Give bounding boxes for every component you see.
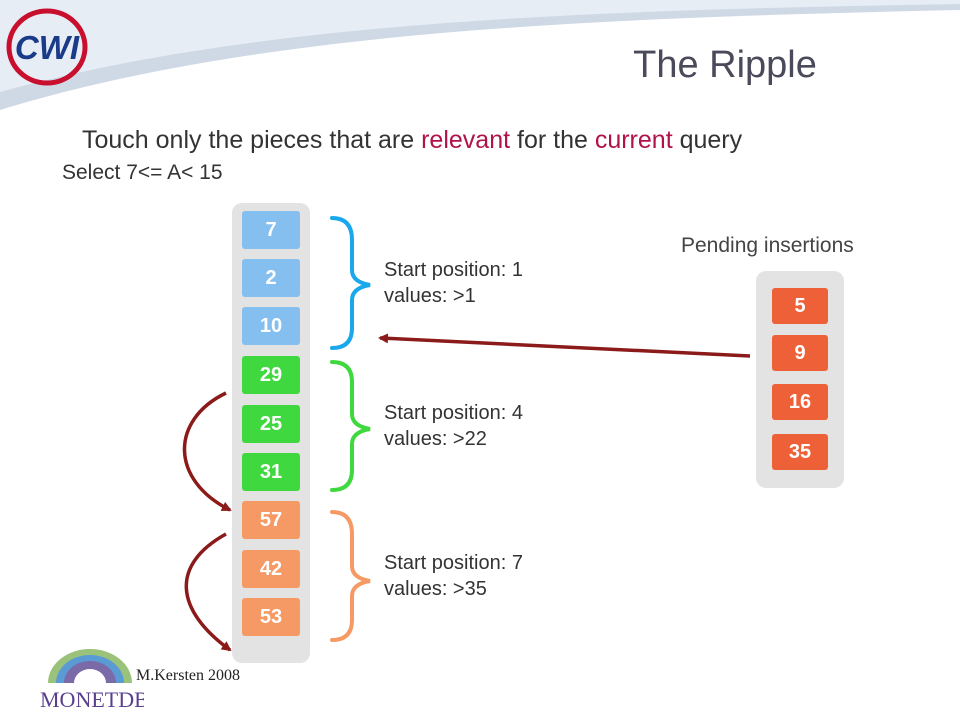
column-cell: 10 [242,307,300,345]
slide-title: The Ripple [633,44,817,86]
column-cell: 25 [242,405,300,443]
piece-label-2: Start position: 4 values: >22 [384,400,523,452]
monetdb-logo-text: MONETDB [40,687,144,712]
cwi-logo-text: CWI [15,29,80,66]
subtitle-text-1: Touch only the pieces that are [82,126,422,154]
piece-label-1: Start position: 1 values: >1 [384,257,523,309]
ripple-arrow-2 [184,532,232,652]
pending-insertions-title: Pending insertions [681,234,854,257]
piece-1-start-position: Start position: 1 [384,259,523,281]
subtitle-text-2: for the [510,126,595,154]
cwi-logo: CWI [6,8,88,86]
pending-cell: 9 [772,335,828,371]
brace-piece-2 [330,360,371,492]
piece-2-values: values: >22 [384,428,487,450]
column-cell: 57 [242,501,300,539]
piece-2-start-position: Start position: 4 [384,402,523,424]
subtitle-text-3: query [672,126,743,154]
ripple-arrow-1 [182,391,232,512]
pending-cell: 5 [772,288,828,324]
brace-piece-3 [330,510,371,642]
column-cell: 53 [242,598,300,636]
column-cell: 29 [242,356,300,394]
column-cell: 2 [242,259,300,297]
footer-author: M.Kersten 2008 [136,667,240,684]
slide-subtitle: Touch only the pieces that are relevant … [82,126,742,155]
header-wave-light [0,0,960,92]
subtitle-highlight-relevant: relevant [421,126,511,154]
piece-3-values: values: >35 [384,578,487,600]
subtitle-highlight-current: current [594,126,673,154]
monetdb-arc-center [74,669,106,683]
pending-cell: 16 [772,384,828,420]
brace-piece-1 [330,216,371,350]
piece-label-3: Start position: 7 values: >35 [384,550,523,602]
query-text: Select 7<= A< 15 [62,161,223,184]
column-cell: 31 [242,453,300,491]
column-cell: 7 [242,211,300,249]
insert-arrow [378,333,751,358]
column-cell: 42 [242,550,300,588]
header-banner: CWI [0,0,960,110]
monetdb-logo: MONETDB [40,649,144,712]
piece-3-start-position: Start position: 7 [384,552,523,574]
piece-1-values: values: >1 [384,285,476,307]
pending-cell: 35 [772,434,828,470]
